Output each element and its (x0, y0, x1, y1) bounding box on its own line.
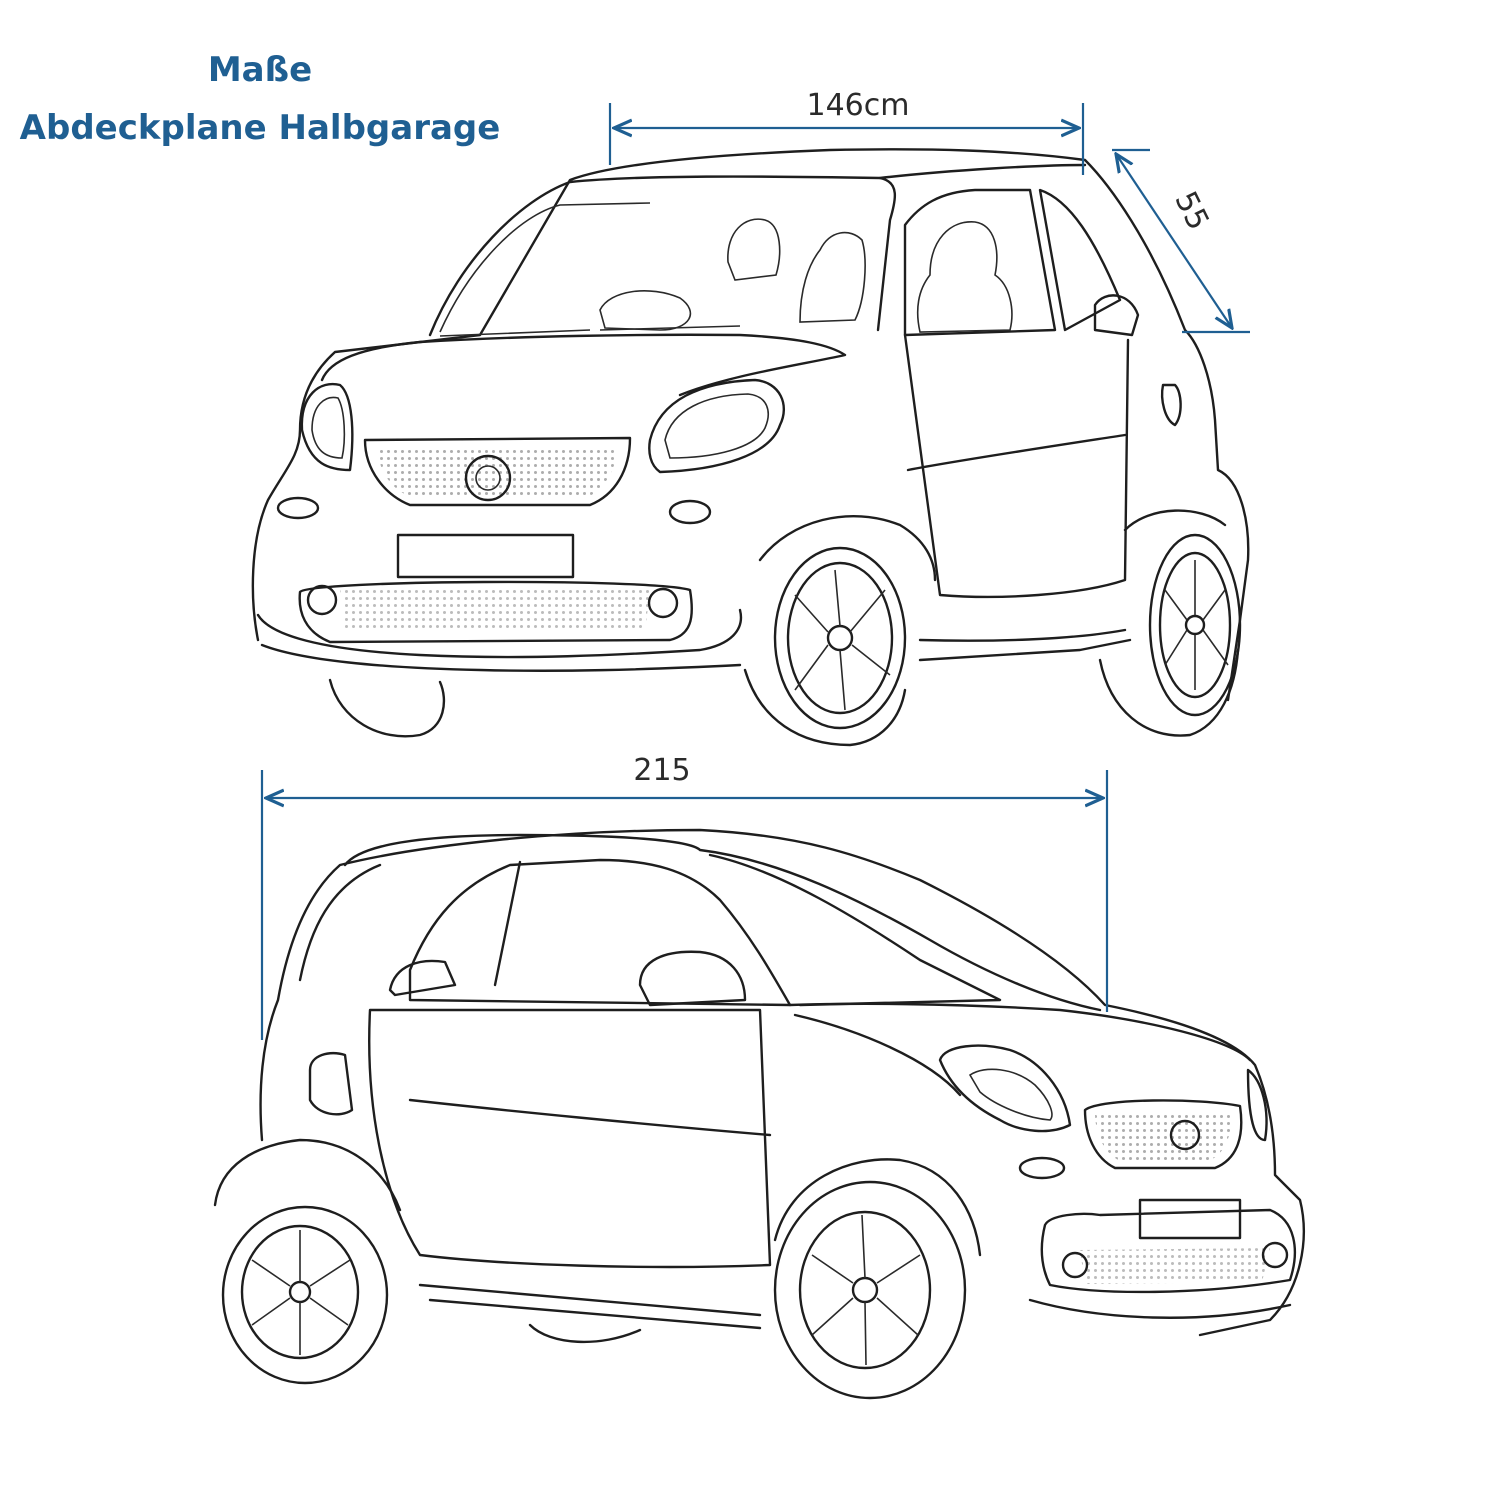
car-front-view (251, 148, 1250, 747)
car-side-view (213, 828, 1305, 1400)
title-line-2: Abdeckplane Halbgarage (19, 108, 501, 148)
dimension-length (260, 770, 1109, 1040)
length-label: 215 (633, 753, 690, 788)
dimension-depth (1112, 148, 1250, 334)
depth-label: 55 (1167, 186, 1215, 236)
title-line-1: Maße (207, 50, 313, 90)
width-label: 146cm (807, 88, 910, 123)
dimension-width (608, 103, 1085, 175)
